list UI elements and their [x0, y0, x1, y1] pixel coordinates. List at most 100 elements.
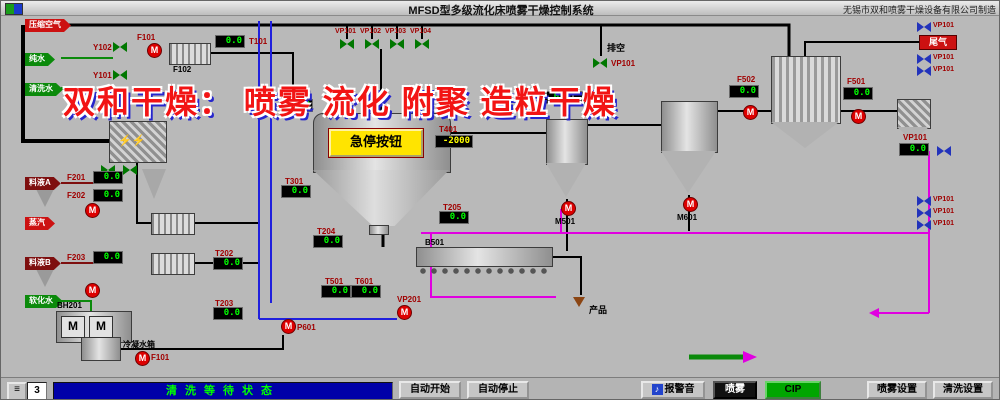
page-indicator: 3 [27, 382, 47, 399]
valve-y102[interactable] [113, 41, 127, 53]
tag-condensate-f101: F101 [151, 353, 170, 362]
cyclone-1-cone [546, 163, 586, 197]
tag-b501: B501 [425, 238, 445, 247]
display-t501: 0.0 [321, 285, 351, 298]
alarm-sound-icon: ♪ [651, 383, 663, 395]
valve-heater-out-1[interactable] [101, 164, 115, 176]
valve-right-mid[interactable] [937, 145, 951, 157]
fluid-bed-vibrators [419, 267, 549, 275]
tag-right-vp101-mid: VP101 [903, 133, 928, 142]
tag-right-vp101-3: VP101 [933, 66, 955, 73]
valve-vp101[interactable] [340, 38, 354, 50]
tag-right-vp101-4: VP101 [933, 196, 955, 203]
pump-vp201[interactable]: M [397, 305, 412, 320]
pump-f501[interactable]: M [851, 109, 866, 124]
tag-t201: T201 [287, 91, 306, 100]
tag-t401: T401 [439, 125, 458, 134]
lightning-icon: ⚡⚡ [118, 135, 146, 147]
tag-vent-vp101: VP101 [611, 59, 636, 68]
tag-f203: F203 [67, 253, 86, 262]
valve-vp103[interactable] [390, 38, 404, 50]
valve-right-4[interactable] [917, 195, 931, 207]
product-arrow [573, 297, 585, 307]
exhaust-filter [897, 99, 931, 129]
supply-soft-water: 软化水 [25, 295, 63, 308]
valve-right-3[interactable] [917, 65, 931, 77]
valve-y101[interactable] [113, 69, 127, 81]
pump-p601[interactable]: M [281, 319, 296, 334]
tag-y102: Y102 [93, 43, 112, 52]
display-t601: 0.0 [351, 285, 381, 298]
spray-button[interactable]: 喷雾 [713, 381, 757, 399]
motor-bh201-b[interactable]: M [89, 316, 113, 338]
valve-heater-out-2[interactable] [123, 164, 137, 176]
display-t201: 0.0 [283, 99, 313, 112]
tag-t501: T501 [325, 277, 344, 286]
pump-feed-b[interactable]: M [85, 283, 100, 298]
tag-right-vp101-1: VP101 [933, 22, 955, 29]
display-t301: 0.0 [281, 185, 311, 198]
valve-right-5[interactable] [917, 207, 931, 219]
pump-condensate[interactable]: M [135, 351, 150, 366]
fluid-bed [416, 247, 553, 267]
app-logo-icon [5, 3, 23, 15]
spray-settings-button[interactable]: 喷雾设置 [867, 381, 927, 399]
heater-f102 [169, 43, 211, 65]
cyclone-2-body [661, 101, 718, 153]
tag-y101: Y101 [93, 71, 112, 80]
small-cyclone [142, 169, 166, 199]
wash-settings-button[interactable]: 清洗设置 [933, 381, 993, 399]
auto-start-button[interactable]: 自动开始 [399, 381, 461, 399]
valve-right-1[interactable] [917, 21, 931, 33]
supply-wash-water: 清洗水 [25, 83, 63, 96]
condensate-tank [81, 337, 121, 361]
cip-button[interactable]: CIP [765, 381, 821, 399]
supply-feed-a: 料液A [25, 177, 61, 190]
emergency-stop-button[interactable]: 急停按钮 [328, 128, 424, 158]
feed-b-funnel [35, 267, 55, 287]
valve-vp104[interactable] [415, 38, 429, 50]
valve-vent[interactable] [593, 57, 607, 69]
valve-vp102[interactable] [365, 38, 379, 50]
supply-feed-b: 料液B [25, 257, 61, 270]
tag-bh201: BH201 [57, 301, 82, 310]
valve-right-6[interactable] [917, 219, 931, 231]
auto-stop-button[interactable]: 自动停止 [467, 381, 529, 399]
exhaust-filter-cone [897, 127, 929, 141]
tag-right-vp101-2: VP101 [933, 54, 955, 61]
tag-t202: T202 [215, 249, 234, 258]
alarm-sound-button[interactable]: ♪报警音 [641, 381, 705, 399]
tag-f501: F501 [847, 77, 866, 86]
display-cyclone1-b: 0.0 [573, 91, 603, 104]
display-f201: 0.0 [93, 171, 123, 184]
pump-m601[interactable]: M [683, 197, 698, 212]
tag-vp104: VP104 [410, 28, 432, 35]
tag-t203: T203 [215, 299, 234, 308]
tag-f102: F102 [173, 65, 192, 74]
motor-bh201-a[interactable]: M [61, 316, 85, 338]
cyclone-1-body [546, 119, 588, 165]
pump-f101[interactable]: M [147, 43, 162, 58]
cyclone-2-cone [661, 151, 716, 193]
pump-feed-a[interactable]: M [85, 203, 100, 218]
pump-m501[interactable]: M [561, 201, 576, 216]
menu-button[interactable]: ≡ [7, 382, 27, 399]
chamber-outlet [369, 225, 389, 235]
display-t202: 0.0 [213, 257, 243, 270]
supply-compressed-air: 压缩空气 [25, 19, 71, 32]
pump-f502[interactable]: M [743, 105, 758, 120]
display-t205: 0.0 [439, 211, 469, 224]
display-f501: 0.0 [843, 87, 873, 100]
tag-right-vp101-6: VP101 [933, 220, 955, 227]
steam-heater-1 [151, 213, 195, 235]
tag-f202: F202 [67, 191, 86, 200]
valve-right-2[interactable] [917, 53, 931, 65]
tag-vp101: VP101 [335, 28, 357, 35]
title-bar: MFSD型多级流化床喷雾干燥控制系统 无锡市双和喷雾干燥设备有限公司制造 [1, 1, 999, 17]
bag-filter [771, 56, 841, 124]
display-f203: 0.0 [93, 251, 123, 264]
tag-t205: T205 [443, 203, 462, 212]
tag-f502: F502 [737, 75, 756, 84]
display-t401: -2000 [435, 135, 473, 148]
display-t203: 0.0 [213, 307, 243, 320]
